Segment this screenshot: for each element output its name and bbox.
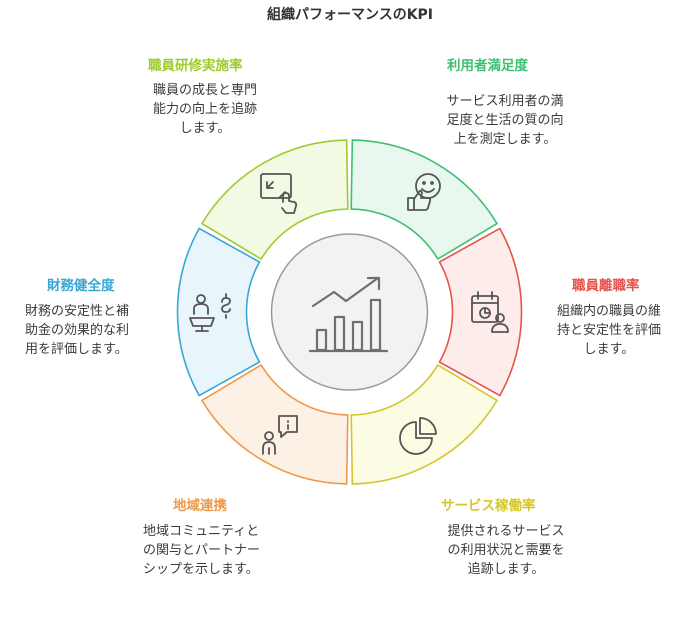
balance-money-icon (189, 293, 231, 332)
segment-description-satisfaction: サービス利用者の満 足度と生活の質の向 上を測定します。 (446, 94, 564, 147)
segment-community (200, 363, 349, 485)
segment-label-financial: 財務健全度 (47, 278, 115, 294)
pie-chart-icon (399, 417, 437, 455)
segment-description-community: 地域コミュニティと の関与とパートナー シップを示します。 (143, 524, 261, 577)
center-circle (270, 233, 429, 391)
segment-label-turnover: 職員離職率 (572, 278, 640, 294)
segment-description-financial: 財務の安定性と補 助金の効果的な利 用を評価します。 (25, 304, 130, 357)
segment-financial (176, 227, 261, 397)
page-title: 組織パフォーマンスのKPI (266, 7, 434, 23)
person-info-icon (262, 415, 298, 455)
segment-label-community: 地域連携 (173, 498, 227, 514)
segment-label-satisfaction: 利用者満足度 (447, 58, 528, 74)
segment-description-training: 職員の成長と専門 能力の向上を追跡 します。 (152, 83, 257, 136)
segment-description-turnover: 組織内の職員の維 持と安定性を評価 します。 (556, 304, 661, 357)
segment-satisfaction (350, 139, 499, 261)
expand-touch-icon (260, 173, 298, 214)
segment-training (200, 139, 349, 261)
segment-utilization (350, 363, 499, 485)
smiley-thumbs-up-icon (407, 173, 441, 211)
chart-growth-icon (308, 276, 389, 353)
segment-description-utilization: 提供されるサービス の利用状況と需要を 追跡します。 (447, 524, 565, 577)
segment-label-utilization: サービス稼働率 (441, 498, 536, 514)
calendar-person-icon (471, 291, 509, 333)
segment-label-training: 職員研修実施率 (148, 58, 243, 74)
